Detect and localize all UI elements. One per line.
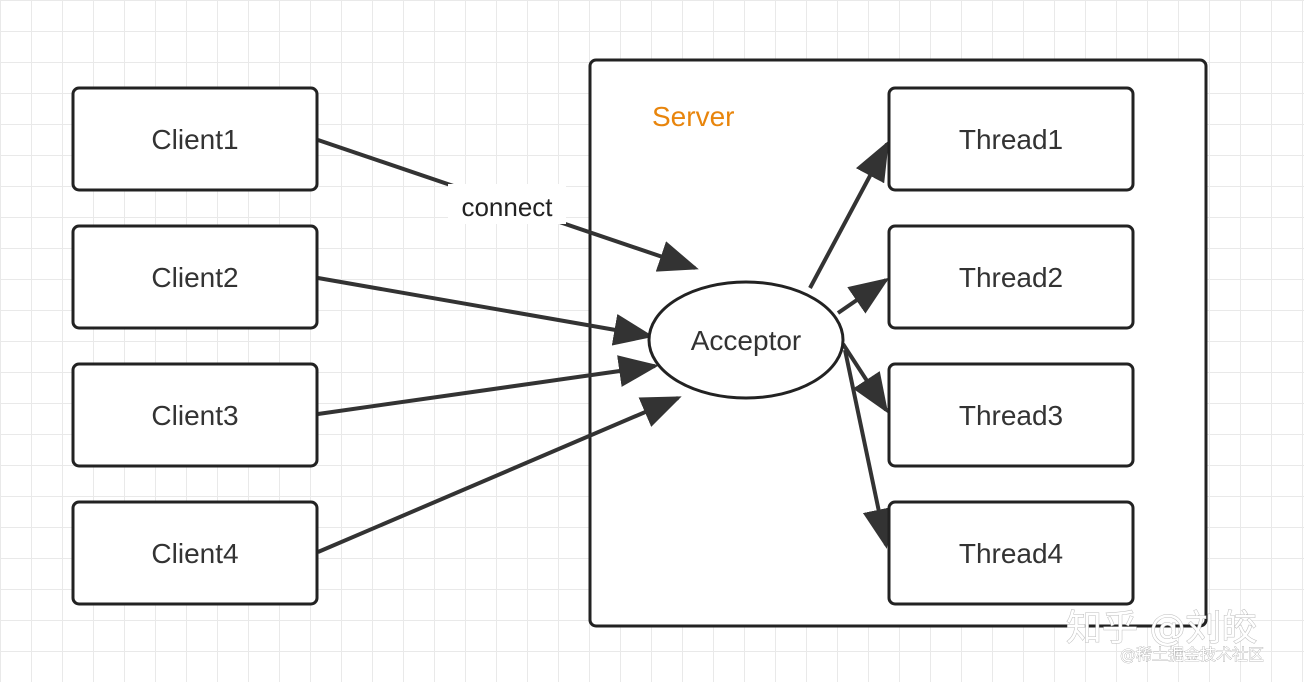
client-node-1: Client1 xyxy=(71,86,319,192)
edges xyxy=(317,138,895,554)
thread-node-1: Thread1 xyxy=(887,86,1135,192)
client-box xyxy=(71,500,319,606)
client-label: Client3 xyxy=(151,400,238,431)
edge-label-background xyxy=(448,184,566,224)
edge-label-connect: connect xyxy=(461,192,553,222)
edge-label-connect-group: connect xyxy=(448,184,566,224)
edge-acceptor-thread4 xyxy=(843,349,895,549)
client-label: Client4 xyxy=(151,538,238,569)
client-box xyxy=(71,86,319,192)
thread-node-3: Thread3 xyxy=(887,362,1135,468)
client-node-3: Client3 xyxy=(71,362,319,468)
thread-label: Thread1 xyxy=(959,124,1063,155)
acceptor-label: Acceptor xyxy=(691,325,802,356)
client-label: Client2 xyxy=(151,262,238,293)
server-container: Server xyxy=(588,58,1208,628)
thread-node-4: Thread4 xyxy=(887,500,1135,606)
thread-label: Thread4 xyxy=(959,538,1063,569)
watermark: 知乎 @刘皎 @稀土掘金技术社区 xyxy=(1066,608,1265,665)
thread-box xyxy=(887,86,1135,192)
client-box xyxy=(71,362,319,468)
thread-nodes: Thread1 Thread2 Thread3 Thread4 xyxy=(887,86,1135,606)
client-nodes: Client1 Client2 Client3 Client4 xyxy=(71,86,319,606)
thread-label: Thread2 xyxy=(959,262,1063,293)
client-node-4: Client4 xyxy=(71,500,319,606)
server-box xyxy=(588,58,1208,628)
acceptor-node: Acceptor xyxy=(647,280,845,400)
thread-box xyxy=(887,224,1135,330)
thread-box xyxy=(887,362,1135,468)
edge-client3-acceptor xyxy=(317,355,659,416)
watermark-juejin: @稀土掘金技术社区 xyxy=(1120,645,1264,664)
thread-node-2: Thread2 xyxy=(887,224,1135,330)
edge-client2-acceptor xyxy=(317,276,654,346)
edge-acceptor-thread1 xyxy=(808,140,889,289)
edge-acceptor-thread3 xyxy=(841,342,889,414)
watermark-zhihu: 知乎 @刘皎 xyxy=(1066,608,1257,649)
client-label: Client1 xyxy=(151,124,238,155)
client-box xyxy=(71,224,319,330)
thread-box xyxy=(887,500,1135,606)
edge-acceptor-thread2 xyxy=(836,277,890,315)
edge-client4-acceptor xyxy=(317,396,682,554)
server-label: Server xyxy=(652,101,734,132)
thread-label: Thread3 xyxy=(959,400,1063,431)
acceptor-ellipse xyxy=(647,280,845,400)
client-node-2: Client2 xyxy=(71,224,319,330)
